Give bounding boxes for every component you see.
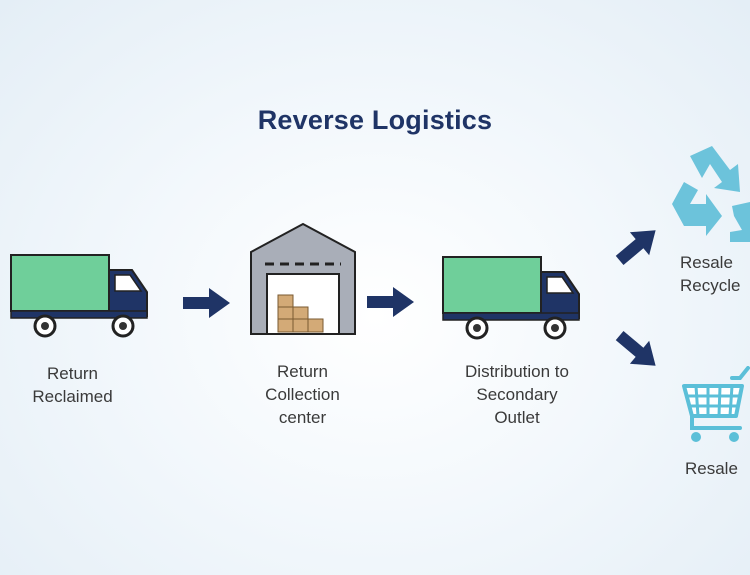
outcome-label-resale-recycle: Resale Recycle <box>680 253 741 295</box>
step-label-distribution-secondary-outlet: Distribution to Secondary Outlet <box>465 362 569 427</box>
shopping-cart-icon <box>682 366 750 442</box>
recycle-icon <box>672 146 750 242</box>
truck-icon <box>10 254 148 338</box>
arrow-down-right-icon <box>615 330 656 366</box>
outcome-label-resale: Resale <box>685 459 738 478</box>
truck-icon <box>442 256 580 340</box>
diagram-title: Reverse Logistics <box>257 105 493 135</box>
arrow-right-icon <box>367 287 414 317</box>
step-label-return-reclaimed: Return Reclaimed <box>32 364 113 406</box>
warehouse-icon <box>250 222 356 335</box>
arrow-right-icon <box>183 288 230 318</box>
step-label-return-collection-center: Return Collection center <box>265 362 340 427</box>
arrow-up-right-icon <box>615 230 656 266</box>
